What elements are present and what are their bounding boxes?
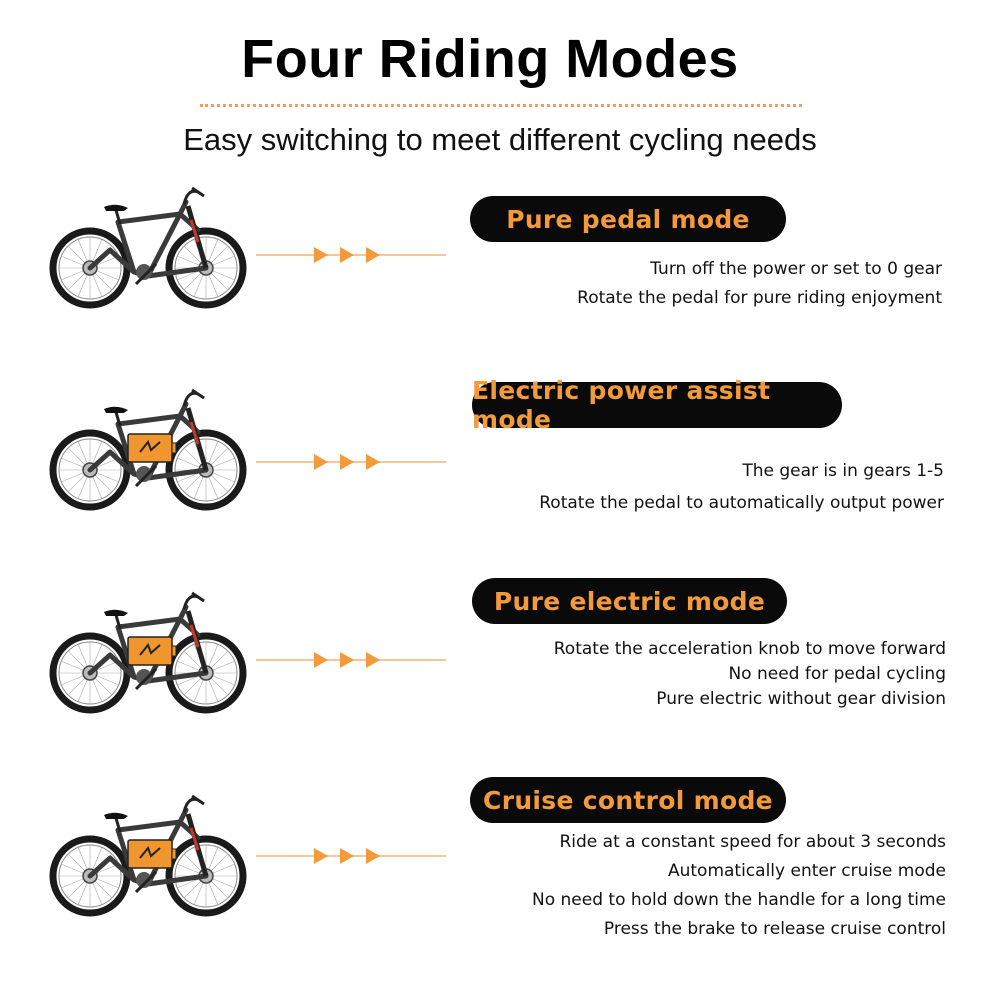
seat (104, 204, 128, 211)
battery-terminal (171, 848, 177, 860)
wheel (165, 429, 247, 511)
arrow-icon (314, 454, 328, 470)
arrow-icon (340, 454, 354, 470)
arrow-icon (340, 247, 354, 263)
description-line: Rotate the pedal for pure riding enjoyme… (577, 288, 942, 308)
arrow-icon (366, 848, 380, 864)
description-line: Turn off the power or set to 0 gear (650, 259, 942, 279)
seat (104, 406, 128, 413)
mode-title-pure-pedal: Pure pedal mode (470, 196, 786, 242)
arrow-icon (314, 848, 328, 864)
crank (136, 264, 152, 280)
title-divider (200, 104, 802, 107)
arrow-icon (314, 652, 328, 668)
ebike-image (49, 794, 247, 917)
description-line: Rotate the acceleration knob to move for… (553, 639, 946, 659)
seat-post (114, 209, 122, 225)
lightning-icon (139, 440, 161, 453)
arrow-icon (340, 652, 354, 668)
handlebar (182, 186, 205, 205)
arrow-icon (366, 652, 380, 668)
crank (136, 669, 152, 685)
mode-title-pure-electric: Pure electric mode (472, 578, 787, 624)
arrow-connector (256, 454, 446, 470)
mode-description-pure-pedal: Turn off the power or set to 0 gear Rota… (577, 255, 942, 313)
arrow-connector (256, 247, 446, 263)
arrow-connector (256, 652, 446, 668)
seat-post (114, 411, 122, 427)
pedal-arm (134, 667, 158, 691)
description-line: Pure electric without gear division (656, 689, 946, 709)
description-line: No need to hold down the handle for a lo… (532, 890, 946, 910)
crank (136, 872, 152, 888)
fork-accent (189, 827, 200, 851)
lightning-icon (139, 643, 161, 656)
arrow-connector (256, 848, 446, 864)
page-subtitle: Easy switching to meet different cycling… (183, 122, 817, 157)
mode-description-cruise-control: Ride at a constant speed for about 3 sec… (532, 828, 946, 944)
seat (104, 609, 128, 616)
page-title: Four Riding Modes (241, 29, 739, 89)
ebike-image (49, 388, 247, 511)
crank (136, 466, 152, 482)
description-line: Press the brake to release cruise contro… (603, 919, 946, 939)
seat-post (114, 614, 122, 630)
description-line: Automatically enter cruise mode (667, 861, 946, 881)
ebike-image (49, 591, 247, 714)
handlebar (182, 591, 205, 610)
seat-post (114, 817, 122, 833)
lightning-icon (139, 846, 161, 859)
mode-description-pure-electric: Rotate the acceleration knob to move for… (554, 637, 946, 712)
arrow-icon (314, 247, 328, 263)
arrow-icon (340, 848, 354, 864)
fork-accent (189, 421, 200, 445)
arrow-icon (366, 247, 380, 263)
handlebar (182, 388, 205, 407)
description-line: Ride at a constant speed for about 3 sec… (559, 832, 946, 852)
battery-terminal (171, 645, 177, 657)
pedal-arm (134, 870, 158, 894)
pedal-arm (134, 262, 158, 286)
description-line: The gear is in gears 1-5 (742, 461, 944, 481)
description-line: Rotate the pedal to automatically output… (539, 493, 944, 513)
ebike-image (49, 186, 247, 309)
mode-title-cruise-control: Cruise control mode (470, 777, 786, 823)
pedal-arm (134, 464, 158, 488)
mode-title-electric-assist: Electric power assist mode (472, 376, 842, 434)
fork-accent (189, 219, 200, 243)
battery-terminal (171, 442, 177, 454)
arrow-icon (366, 454, 380, 470)
fork-accent (189, 624, 200, 648)
seat (104, 812, 128, 819)
description-line: No need for pedal cycling (728, 664, 946, 684)
wheel (165, 632, 247, 714)
mode-description-electric-assist: The gear is in gears 1-5 Rotate the peda… (539, 455, 944, 519)
handlebar (182, 794, 205, 813)
